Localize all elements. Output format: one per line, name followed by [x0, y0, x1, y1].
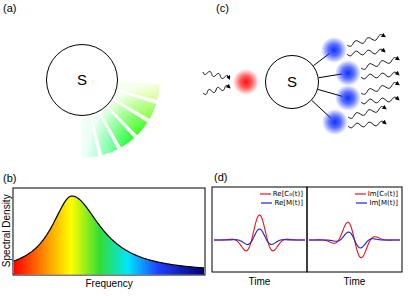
legend-line	[261, 203, 272, 204]
wavy-arrow	[361, 58, 398, 70]
legend-line-sample	[261, 200, 272, 206]
axis-label: Spectral Density	[0, 194, 12, 267]
panel-label: (d)	[214, 171, 227, 184]
wavy-arrow	[361, 97, 398, 104]
wavy-arrow	[347, 35, 384, 47]
blue-mode	[321, 37, 347, 63]
legend-line-sample	[260, 191, 271, 197]
system-circle: S	[265, 55, 319, 109]
legend-line-sample	[355, 191, 366, 197]
plot-frame	[212, 187, 307, 272]
spectrum-fill	[14, 196, 204, 275]
spectrum-wedges	[4, 2, 160, 158]
legend-line	[356, 203, 367, 204]
axis-label: Frequency	[86, 278, 133, 290]
blue-curve	[214, 229, 305, 244]
color-wedge	[118, 64, 160, 80]
blue-mode	[322, 109, 348, 135]
legend-item: Im[C₀(t)]	[354, 190, 399, 198]
blue-curve	[309, 232, 400, 248]
legend-line	[355, 194, 366, 195]
wavy-arrow	[347, 49, 384, 56]
spectrum-curve	[14, 196, 204, 268]
wavy-arrow	[348, 107, 385, 119]
legend-line-sample	[356, 200, 367, 206]
panel-label: (c)	[216, 2, 229, 15]
axis-label: Time	[249, 276, 271, 288]
color-wedge	[66, 2, 82, 44]
legend-line	[260, 194, 271, 195]
legend-label: Re[M(t)]	[274, 199, 303, 207]
legend-item: Re[C₀(t)]	[259, 190, 304, 198]
wavy-arrow	[361, 83, 398, 95]
plot-frame	[13, 188, 205, 275]
wavy-arrow	[348, 121, 385, 128]
red-curve	[214, 215, 305, 251]
panel-label: (b)	[3, 172, 16, 185]
blue-mode	[335, 60, 361, 86]
panel-label: (a)	[3, 2, 16, 15]
system-label: S	[77, 72, 87, 89]
system-label: S	[287, 74, 297, 91]
color-wedge	[4, 80, 46, 96]
legend-label: Im[C₀(t)]	[368, 190, 398, 198]
wavy-arrow	[203, 71, 229, 78]
wavy-arrow	[361, 72, 398, 79]
system-circle: S	[46, 44, 118, 116]
axis-label: Time	[344, 276, 366, 288]
red-curve	[309, 222, 400, 258]
legend-item: Re[M(t)]	[260, 199, 304, 207]
legend-item: Im[M(t)]	[355, 199, 399, 207]
legend-label: Re[C₀(t)]	[273, 190, 303, 198]
plot-frame	[307, 187, 402, 272]
blue-mode	[335, 85, 361, 111]
wavy-arrow	[203, 85, 229, 94]
legend-label: Im[M(t)]	[369, 199, 398, 207]
red-mode	[233, 69, 259, 95]
color-wedge	[82, 116, 98, 158]
